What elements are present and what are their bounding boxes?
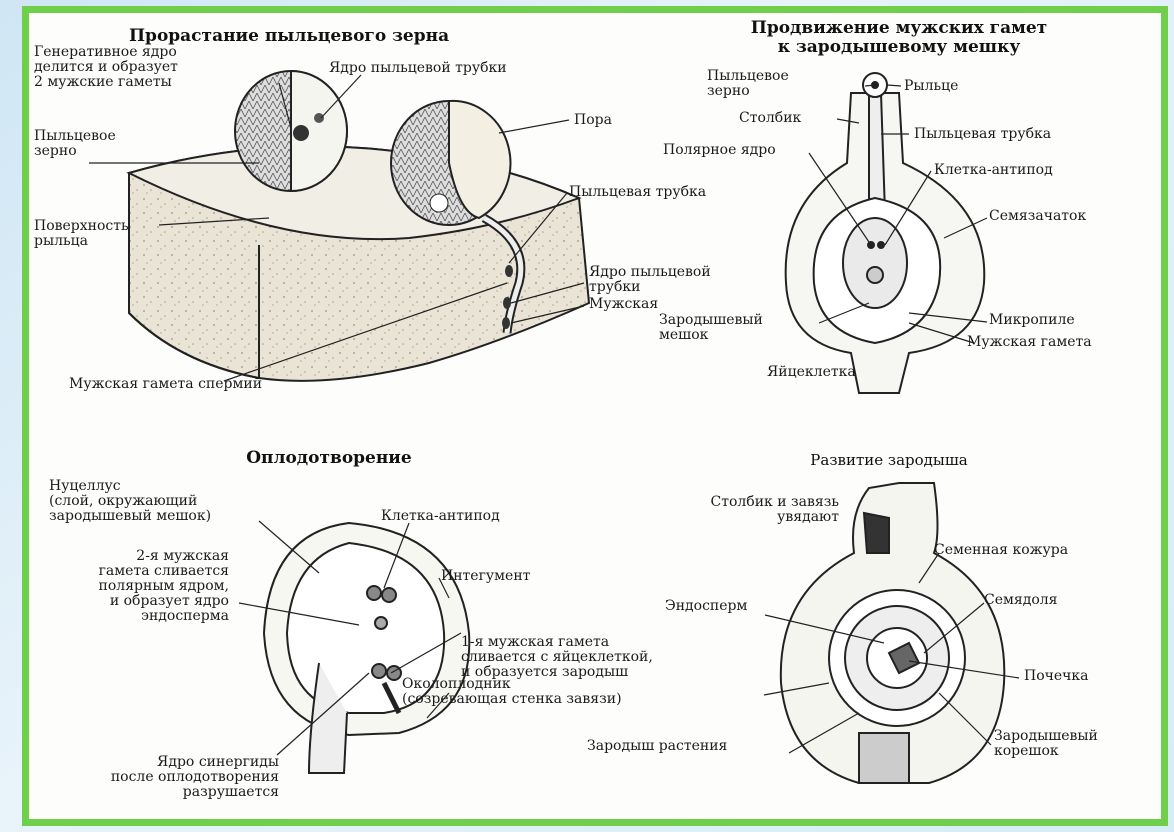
style-ovary-label: Столбик и завязь увядают xyxy=(619,495,839,525)
second-gamete-label: 2-я мужская гамета сливается полярным яд… xyxy=(39,549,229,624)
seed-coat-label: Семенная кожура xyxy=(934,543,1068,558)
pore-label: Пора xyxy=(574,113,612,128)
pollen-tube-label: Пыльцевая трубка xyxy=(569,185,706,200)
fertilization-antipodal-label: Клетка-антипод xyxy=(381,509,500,524)
movement-title: Продвижение мужских гамет к зародышевому… xyxy=(699,19,1099,57)
pericarp-label: Околоплодник (созревающая стенка завязи) xyxy=(402,677,622,707)
synergid-label: Ядро синергиды после оплодотворения разр… xyxy=(59,755,279,800)
radicle-label: Зародышевый корешок xyxy=(994,729,1098,759)
style-label: Столбик xyxy=(739,111,801,126)
embryo-label: Зародыш растения xyxy=(587,739,727,754)
pollen-grain-left xyxy=(235,71,347,191)
male-gamete-label: Мужская гамета xyxy=(967,335,1092,350)
development-title: Развитие зародыша xyxy=(779,451,999,470)
polar-nucleus-label: Полярное ядро xyxy=(663,143,776,158)
endosperm-label: Эндосперм xyxy=(665,599,747,614)
sperm-label: Мужская гамета спермий xyxy=(69,377,262,392)
male-label: Мужская xyxy=(589,297,658,312)
ovule-fertilization xyxy=(264,523,469,773)
antipodal-label: Клетка-антипод xyxy=(934,163,1053,178)
egg-label: Яйцеклетка xyxy=(767,365,856,380)
movement-pollen-tube-label: Пыльцевая трубка xyxy=(914,127,1051,142)
ovule-label: Семязачаток xyxy=(989,209,1086,224)
tube-nucleus-label: Ядро пыльцевой трубки xyxy=(589,265,711,295)
tube-nucleus-top-label: Ядро пыльцевой трубки xyxy=(329,61,507,76)
cotyledon-label: Семядоля xyxy=(984,593,1058,608)
generative-nucleus-label: Генеративное ядро делится и образует 2 м… xyxy=(34,45,178,90)
micropyle-label: Микропиле xyxy=(989,313,1075,328)
pollen-grain-label: Пыльцевое зерно xyxy=(34,129,116,159)
figure-frame: Прорастание пыльцевого зерна Генеративно… xyxy=(22,6,1168,826)
stigma-label: Рыльце xyxy=(904,79,958,94)
plumule-label: Почечка xyxy=(1024,669,1089,684)
pollen-grain-right xyxy=(391,101,510,225)
nucellus-label: Нуцеллус (слой, окружающий зародышевый м… xyxy=(49,479,211,524)
movement-pollen-grain-label: Пыльцевое зерно xyxy=(707,69,789,99)
embryo-sac-label: Зародышевый мешок xyxy=(659,313,763,343)
first-gamete-label: 1-я мужская гамета сливается с яйцеклетк… xyxy=(461,635,653,680)
fertilization-title: Оплодотворение xyxy=(209,449,449,468)
integument-label: Интегумент xyxy=(441,569,530,584)
stigma-surface-label: Поверхность рыльца xyxy=(34,219,129,249)
